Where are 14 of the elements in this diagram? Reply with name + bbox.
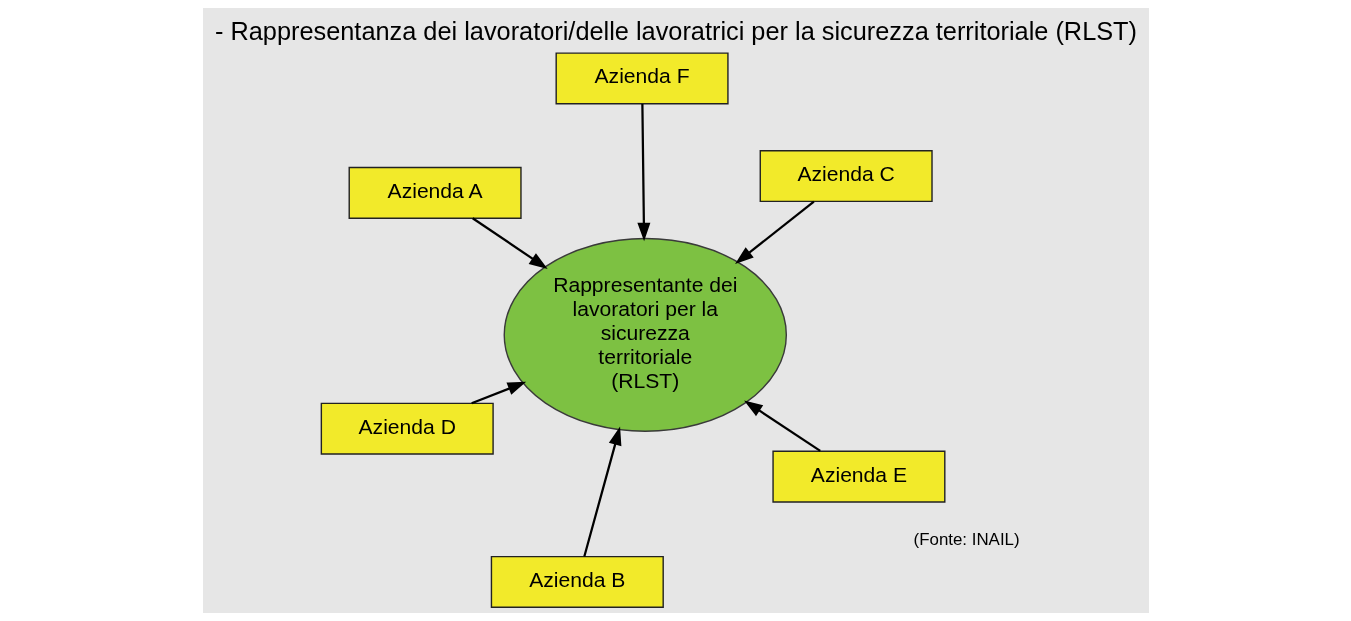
node-box: Azienda E xyxy=(771,450,945,503)
arrow xyxy=(734,200,815,264)
arrow xyxy=(471,217,548,269)
arrow xyxy=(636,104,650,242)
arrow xyxy=(582,426,621,557)
caption: (Fonte: INAIL) xyxy=(913,529,1020,549)
node-box: Azienda F xyxy=(555,52,729,105)
node-box: Azienda C xyxy=(759,150,933,203)
arrow xyxy=(743,400,821,452)
diagram-title: - Rappresentanza dei lavoratori/delle lavoratrici per la sicurezza territoriale (RLST) xyxy=(214,16,1137,45)
arrow xyxy=(470,381,526,405)
node-box: Azienda B xyxy=(490,555,664,608)
node-box: Azienda D xyxy=(320,402,494,455)
node-box: Azienda A xyxy=(348,166,522,219)
